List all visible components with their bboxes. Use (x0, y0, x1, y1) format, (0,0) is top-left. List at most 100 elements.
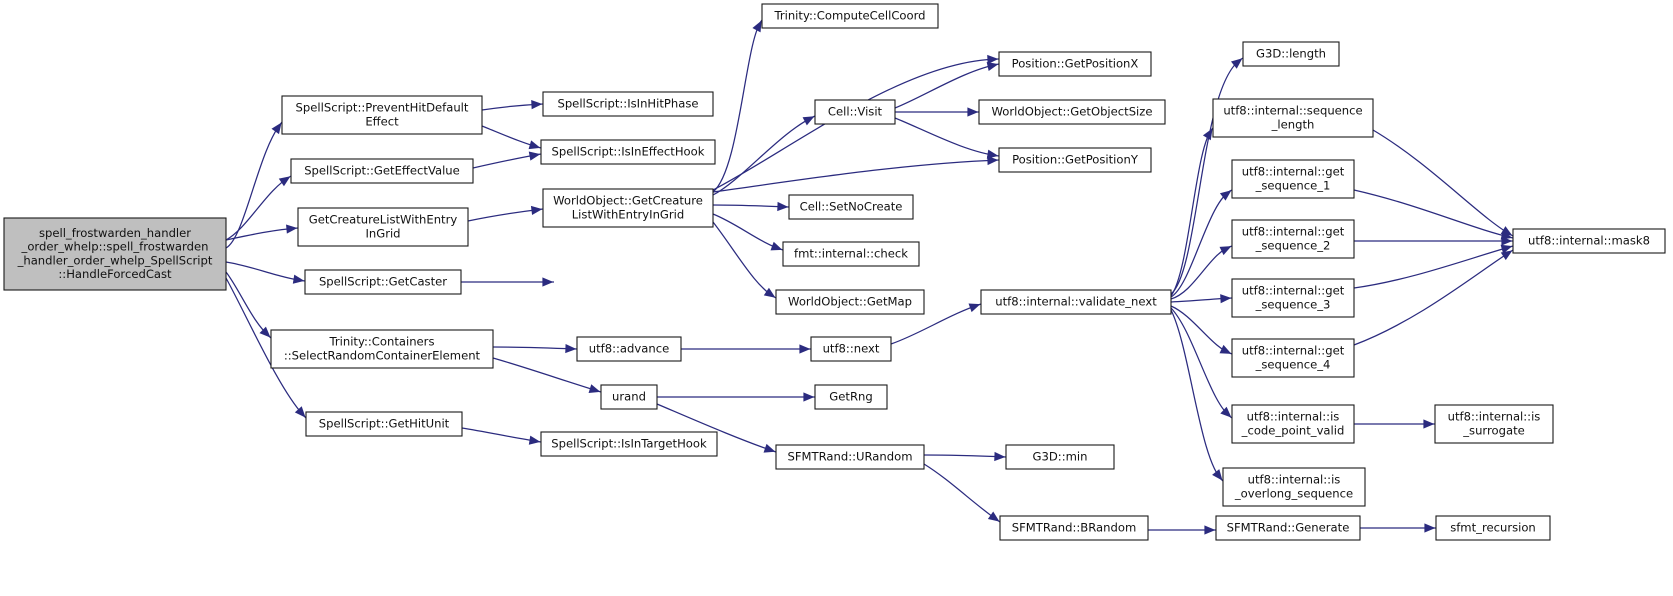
node-click-target[interactable] (1000, 516, 1148, 540)
edge-arrowhead (271, 122, 282, 135)
node-box (1512, 228, 1666, 254)
call-node-isinhitphase[interactable]: SpellScript::IsInHitPhase (542, 91, 714, 117)
call-node-getrng[interactable]: GetRng (814, 384, 888, 410)
edge-arrowhead (803, 392, 815, 402)
call-node-generate[interactable]: SFMTRand::Generate (1215, 515, 1361, 541)
call-edge-selectrandom-to-advance (492, 346, 578, 350)
call-node-selectrandom[interactable]: Trinity::Containers::SelectRandomContain… (270, 329, 494, 369)
node-box (980, 289, 1172, 315)
node-click-target[interactable] (543, 189, 713, 227)
call-node-getcaster_ss[interactable]: SpellScript::GetCaster (304, 269, 462, 295)
node-click-target[interactable] (776, 445, 924, 469)
call-node-getseq1[interactable]: utf8::internal::get_sequence_1 (1231, 159, 1355, 199)
call-node-seqlength[interactable]: utf8::internal::sequence_length (1212, 98, 1374, 138)
edge-arrowhead (1219, 190, 1232, 201)
node-click-target[interactable] (1232, 405, 1354, 443)
call-node-issurrogate[interactable]: utf8::internal::is_surrogate (1434, 404, 1554, 444)
node-click-target[interactable] (541, 432, 717, 456)
node-click-target[interactable] (999, 52, 1151, 76)
call-node-getseq2[interactable]: utf8::internal::get_sequence_2 (1231, 219, 1355, 259)
call-node-setnocreate[interactable]: Cell::SetNoCreate (788, 194, 914, 220)
call-node-advance[interactable]: utf8::advance (576, 336, 682, 362)
node-click-target[interactable] (979, 100, 1165, 124)
call-node-urandom[interactable]: SFMTRand::URandom (775, 444, 925, 470)
call-node-computecell[interactable]: Trinity::ComputeCellCoord (761, 3, 939, 29)
call-node-preventhit[interactable]: SpellScript::PreventHitDefaultEffect (281, 95, 483, 135)
node-click-target[interactable] (1232, 339, 1354, 377)
node-box (978, 99, 1166, 125)
edge-arrowhead (799, 344, 811, 354)
call-node-geteffectvalue[interactable]: SpellScript::GetEffectValue (290, 158, 474, 184)
node-click-target[interactable] (1436, 516, 1550, 540)
node-click-target[interactable] (789, 195, 913, 219)
call-node-brandom[interactable]: SFMTRand::BRandom (999, 515, 1149, 541)
call-node-wogetcreature[interactable]: WorldObject::GetCreatureListWithEntryInG… (542, 188, 714, 228)
node-click-target[interactable] (4, 218, 226, 290)
node-click-target[interactable] (1223, 468, 1365, 506)
node-click-target[interactable] (1232, 279, 1354, 317)
node-click-target[interactable] (1513, 229, 1665, 253)
call-node-cellvisit[interactable]: Cell::Visit (814, 99, 896, 125)
call-node-urand[interactable]: urand (600, 384, 658, 410)
call-node-utf8next[interactable]: utf8::next (810, 336, 892, 362)
call-node-fmtcheck[interactable]: fmt::internal::check (782, 241, 920, 267)
node-click-target[interactable] (999, 148, 1151, 172)
call-node-mask8[interactable]: utf8::internal::mask8 (1512, 228, 1666, 254)
call-node-getobjectsize[interactable]: WorldObject::GetObjectSize (978, 99, 1166, 125)
node-box (1434, 404, 1554, 444)
node-click-target[interactable] (306, 412, 462, 436)
call-node-getmap[interactable]: WorldObject::GetMap (775, 289, 925, 315)
node-click-target[interactable] (298, 208, 468, 246)
call-node-validatenext[interactable]: utf8::internal::validate_next (980, 289, 1172, 315)
node-click-target[interactable] (543, 92, 713, 116)
node-box (270, 329, 494, 369)
node-click-target[interactable] (815, 100, 895, 124)
node-click-target[interactable] (577, 337, 681, 361)
call-node-istargethook[interactable]: SpellScript::IsInTargetHook (540, 431, 718, 457)
edge-arrowhead (987, 511, 1000, 522)
call-edge-urandom-to-brandom (923, 463, 1001, 523)
call-node-codepointvalid[interactable]: utf8::internal::is_code_point_valid (1231, 404, 1355, 444)
call-edge-validatenext-to-g3dlength (1170, 57, 1244, 295)
node-box (999, 515, 1149, 541)
call-node-getseq4[interactable]: utf8::internal::get_sequence_4 (1231, 338, 1355, 378)
node-click-target[interactable] (811, 337, 891, 361)
node-click-target[interactable] (291, 159, 473, 183)
call-node-overlongseq[interactable]: utf8::internal::is_overlong_sequence (1222, 467, 1366, 507)
node-click-target[interactable] (601, 385, 657, 409)
node-click-target[interactable] (762, 4, 938, 28)
edge-arrowhead (530, 205, 543, 215)
node-click-target[interactable] (1213, 99, 1373, 137)
node-click-target[interactable] (1232, 160, 1354, 198)
node-click-target[interactable] (783, 242, 919, 266)
node-click-target[interactable] (271, 330, 493, 368)
call-node-g3dmin[interactable]: G3D::min (1005, 444, 1115, 470)
edge-arrowhead (588, 384, 601, 393)
node-click-target[interactable] (1006, 445, 1114, 469)
call-node-getposy[interactable]: Position::GetPositionY (998, 147, 1152, 173)
call-node-getposx[interactable]: Position::GetPositionX (998, 51, 1152, 77)
node-click-target[interactable] (1232, 220, 1354, 258)
call-node-isineffecthook[interactable]: SpellScript::IsInEffectHook (540, 139, 716, 165)
node-click-target[interactable] (1216, 516, 1360, 540)
call-node-gethitunit[interactable]: SpellScript::GetHitUnit (305, 411, 463, 437)
call-node-getseq3[interactable]: utf8::internal::get_sequence_3 (1231, 278, 1355, 318)
edge-arrowhead (1212, 469, 1223, 481)
node-click-target[interactable] (305, 270, 461, 294)
node-click-target[interactable] (815, 385, 887, 409)
node-click-target[interactable] (981, 290, 1171, 314)
edge-arrowhead (986, 62, 999, 71)
node-click-target[interactable] (1243, 42, 1339, 66)
call-node-getcreaturelist[interactable]: GetCreatureListWithEntryInGrid (297, 207, 469, 247)
call-node-g3dlength[interactable]: G3D::length (1242, 41, 1340, 67)
node-click-target[interactable] (1435, 405, 1553, 443)
node-box (1005, 444, 1115, 470)
node-click-target[interactable] (282, 96, 482, 134)
call-node-root[interactable]: spell_frostwarden_handler_order_whelp::s… (3, 217, 227, 291)
node-click-target[interactable] (541, 140, 715, 164)
call-node-sfmtrecursion[interactable]: sfmt_recursion (1435, 515, 1551, 541)
node-click-target[interactable] (776, 290, 924, 314)
edge-arrowhead (777, 201, 789, 212)
node-box (998, 147, 1152, 173)
edge-arrowhead (994, 451, 1006, 462)
